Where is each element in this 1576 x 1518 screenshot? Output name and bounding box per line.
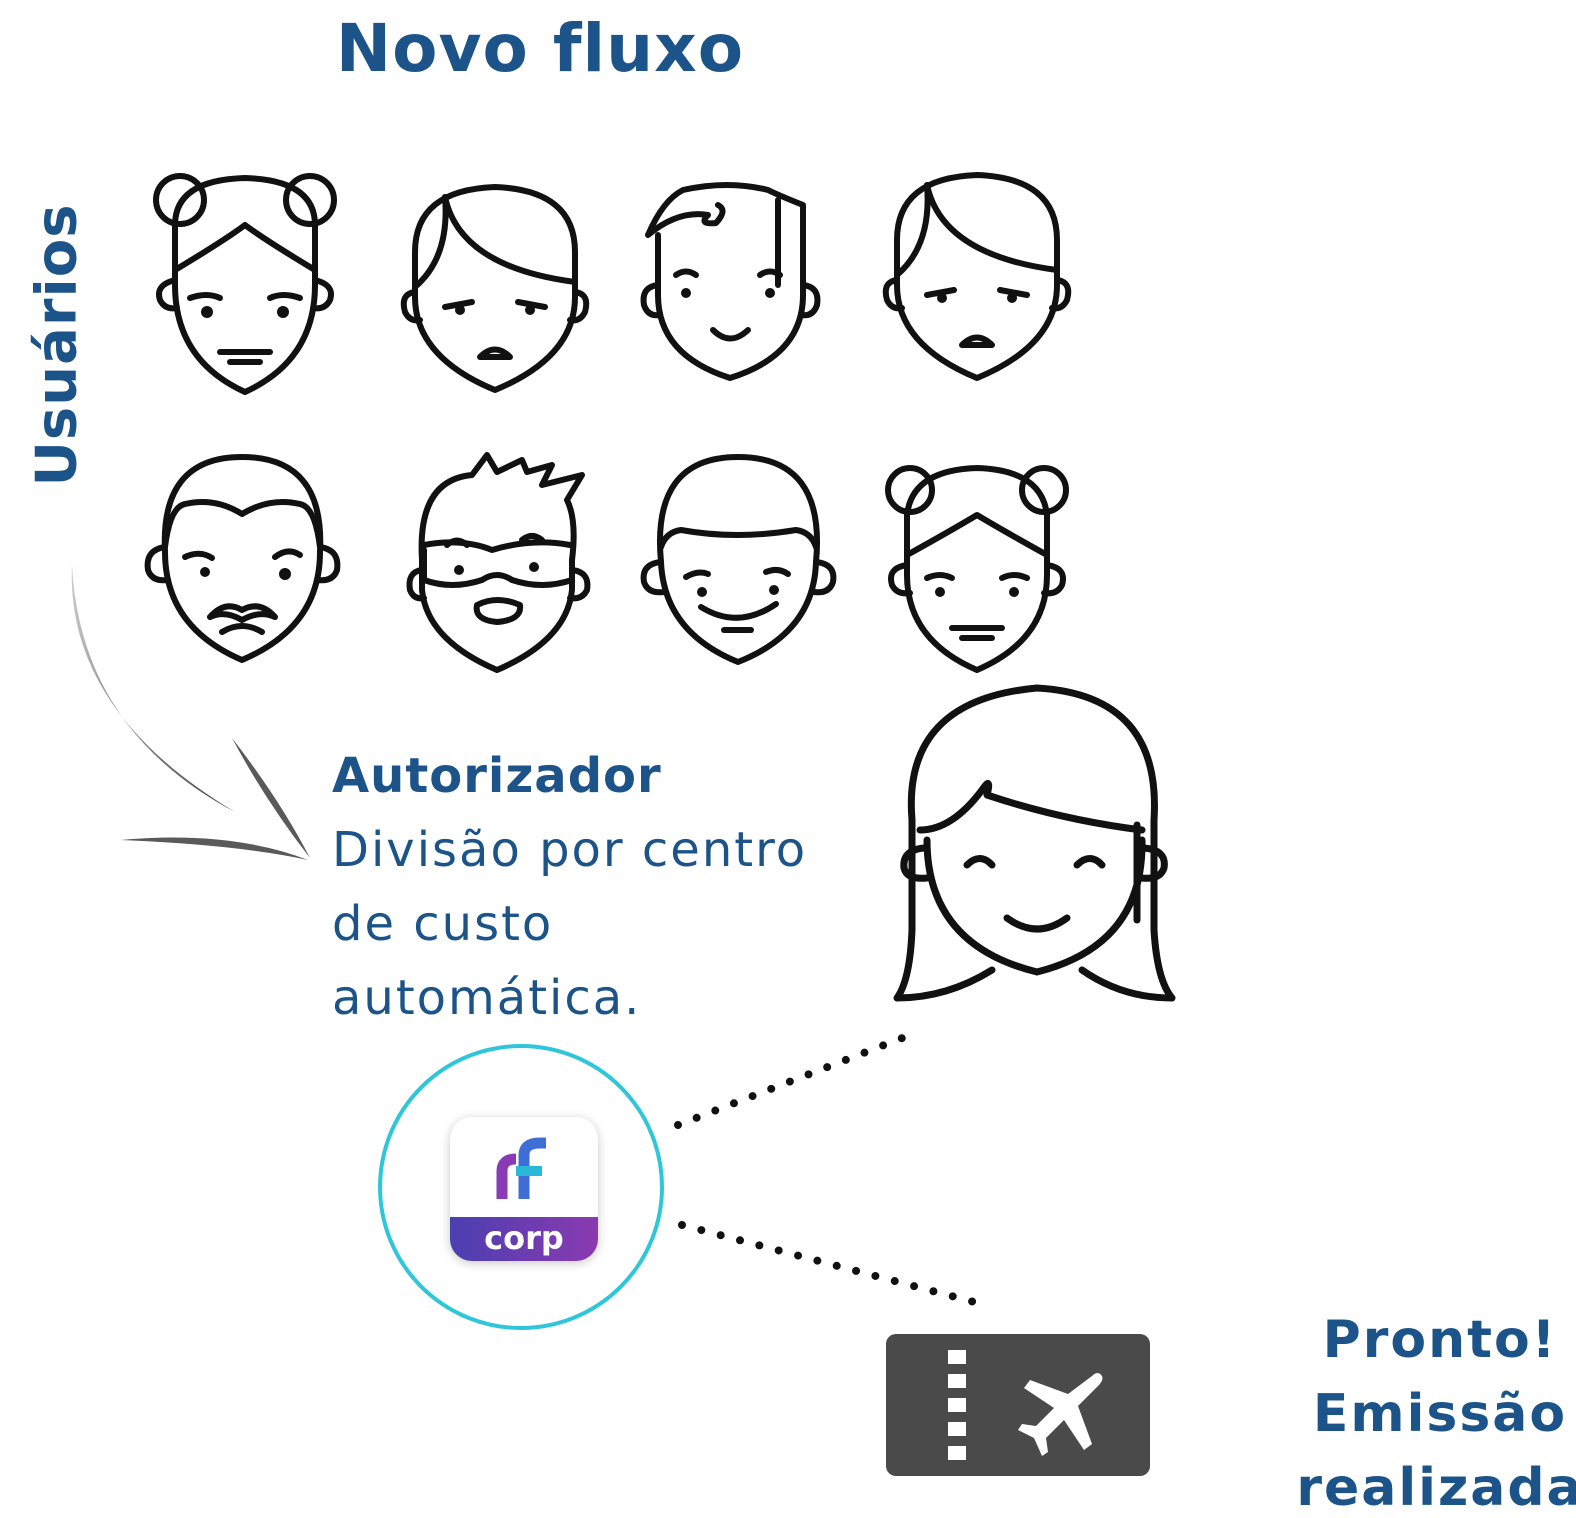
man-face-icon <box>400 184 590 393</box>
smiling-man-face-icon <box>640 454 837 665</box>
mustache-man-face-icon <box>144 454 341 663</box>
done-line: Emissão <box>1312 1384 1568 1444</box>
authorizer-description-line: Divisão por centro <box>332 822 808 878</box>
girl-buns-face-icon <box>885 465 1069 673</box>
curved-arrow-shape <box>71 564 310 860</box>
plane-ticket-icon <box>886 1334 1150 1476</box>
boy-face-icon <box>640 182 821 381</box>
app-band-label: corp <box>450 1217 598 1261</box>
authorizer-description-line: de custo <box>332 896 554 952</box>
done-heading: Pronto! <box>1322 1310 1558 1370</box>
man-face-icon <box>882 172 1072 381</box>
smiling-woman-face-icon <box>893 684 1176 1002</box>
page-title: Novo fluxo <box>335 10 745 87</box>
dotted-connector <box>674 1031 982 1307</box>
authorizer-description-line: automática. <box>332 970 642 1026</box>
bearded-man-face-icon <box>406 452 591 673</box>
authorizer-heading: Autorizador <box>332 748 662 804</box>
done-line: realizada <box>1296 1458 1576 1518</box>
rf-corp-app-icon[interactable]: corp <box>450 1117 598 1261</box>
woman-buns-face-icon <box>153 173 337 395</box>
plane-icon <box>948 1350 1103 1460</box>
rf-logo-icon <box>496 1137 546 1199</box>
users-label: Usuários <box>24 203 90 487</box>
